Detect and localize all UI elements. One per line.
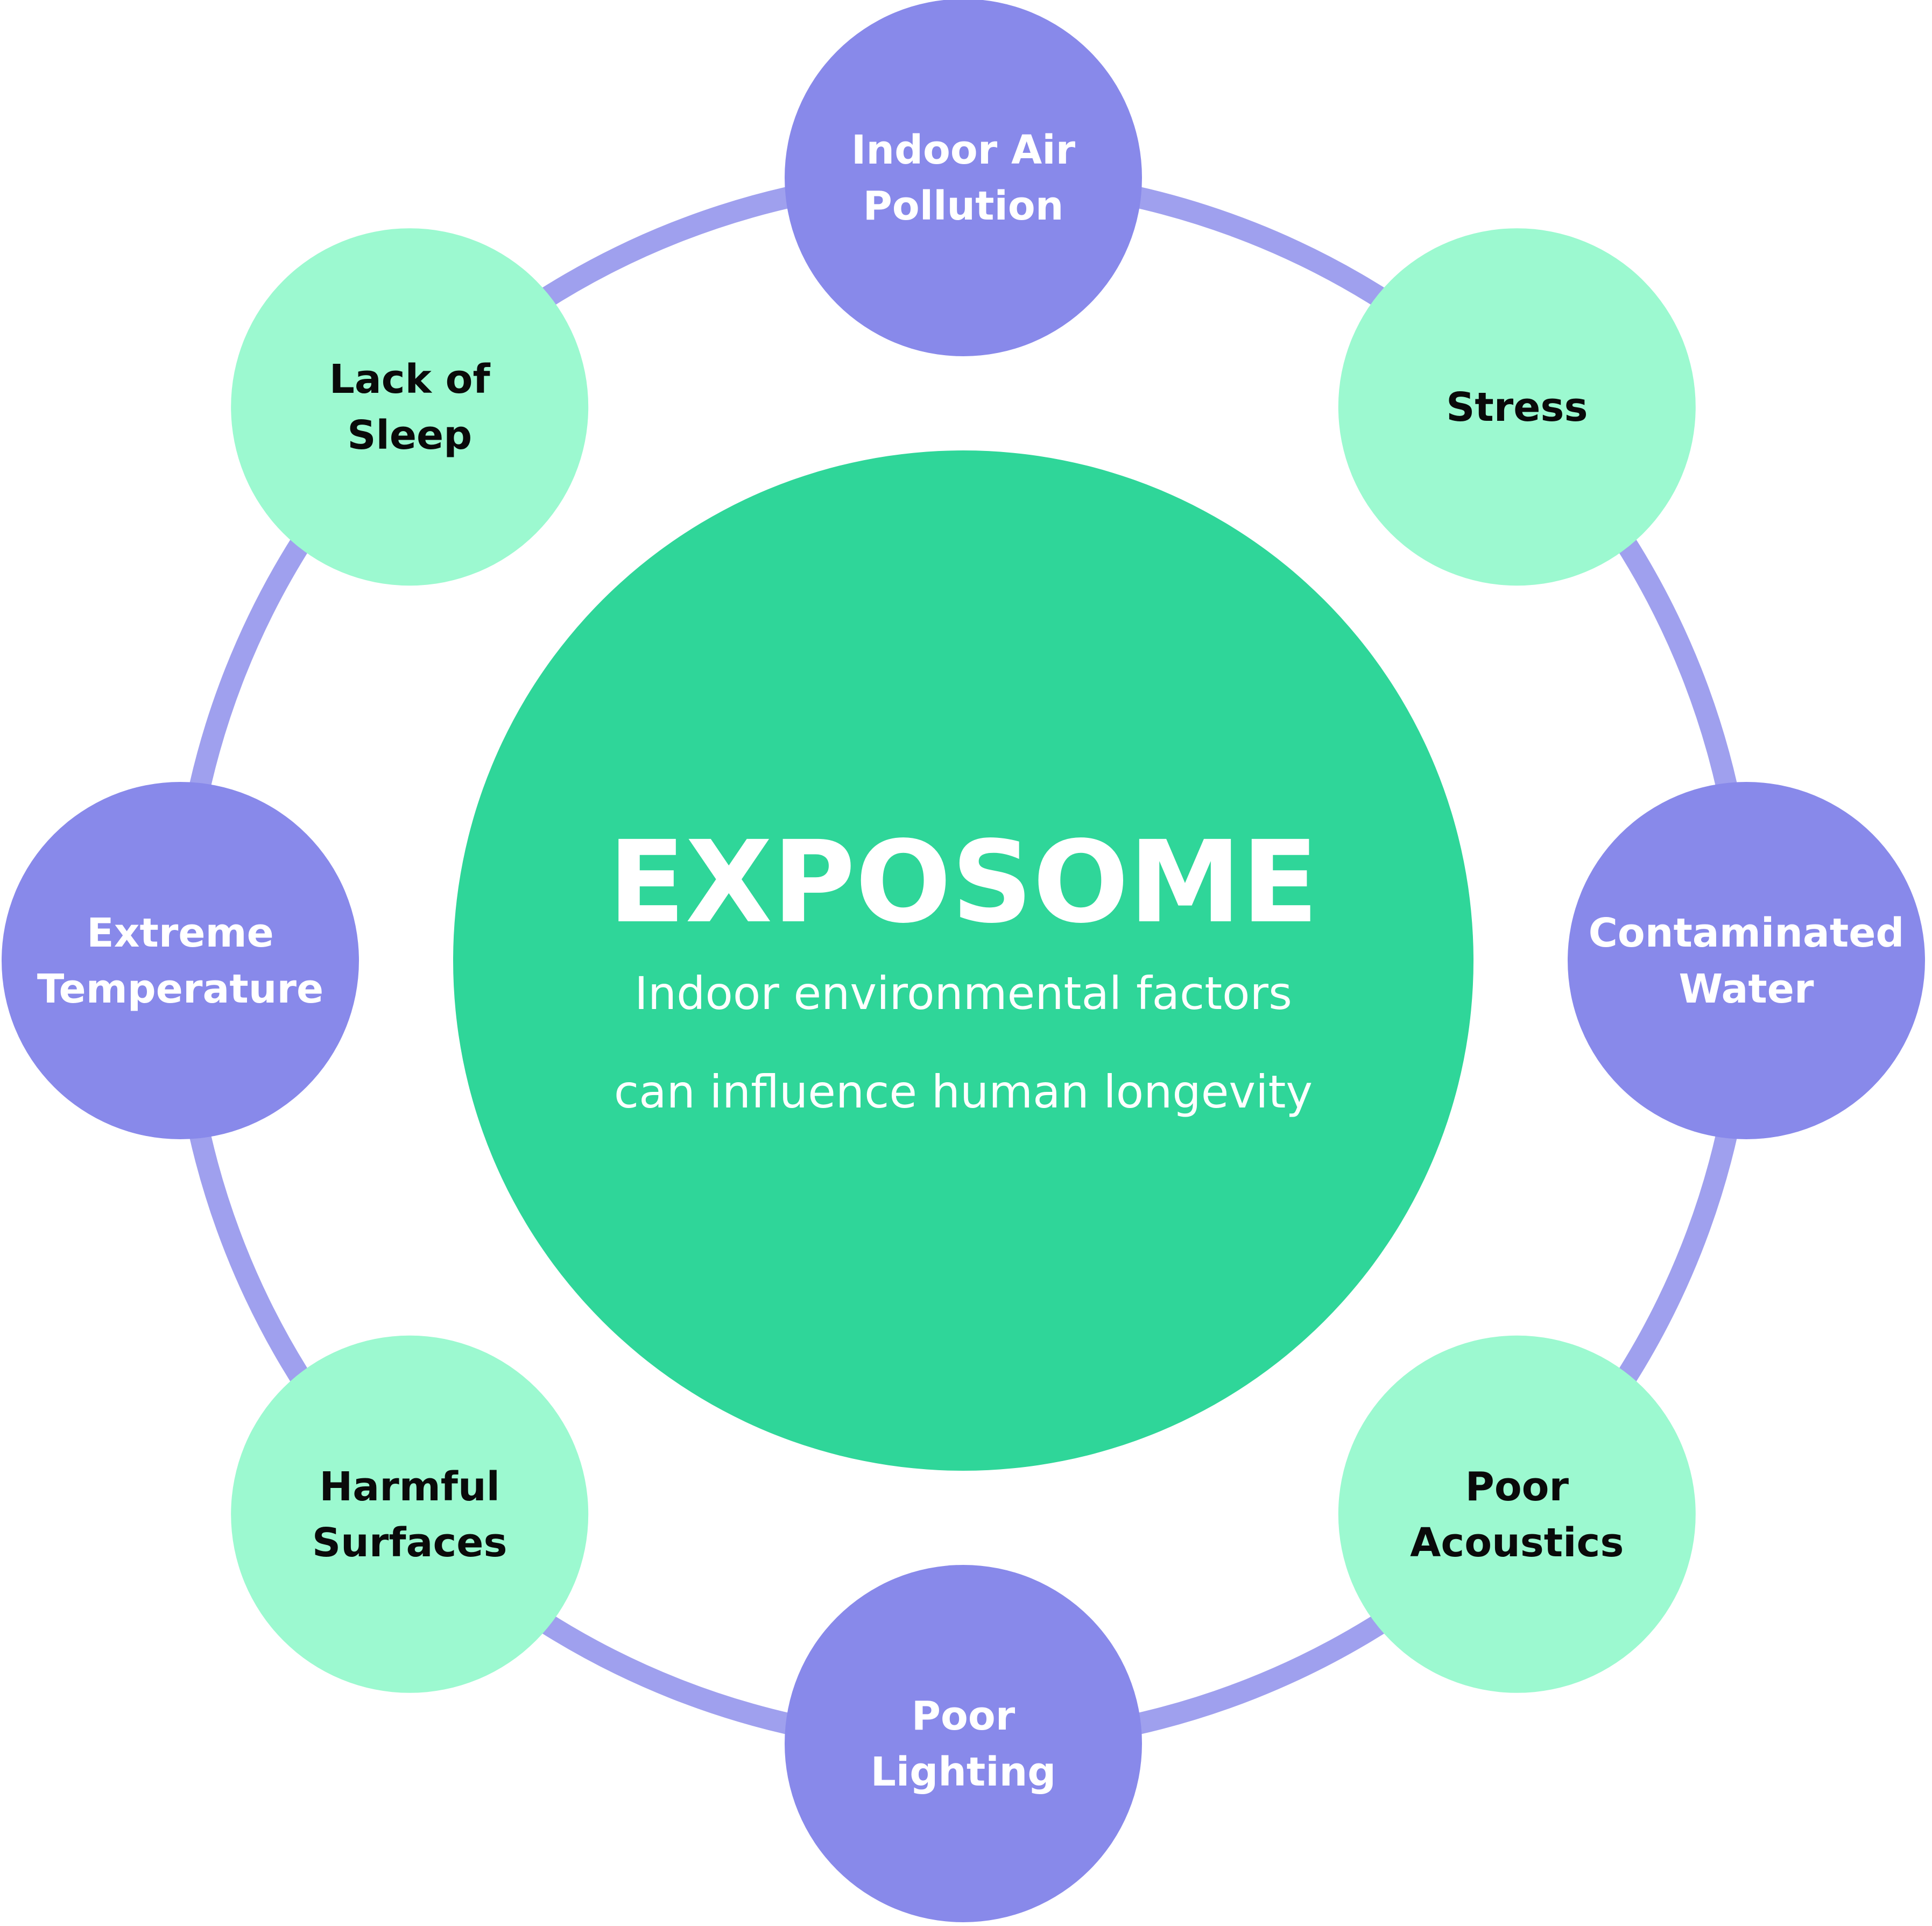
node-label-extreme-temperature-line-2: Temperature	[37, 966, 323, 1012]
node-circle-poor-acoustics	[1338, 1335, 1696, 1693]
center-title: EXPOSOME	[608, 816, 1318, 948]
node-label-indoor-air-pollution-line-1: Indoor Air	[851, 127, 1076, 173]
node-label-contaminated-water-line-1: Contaminated	[1589, 910, 1905, 956]
center-subtitle-line-2: can influence human longevity	[614, 1066, 1313, 1118]
node-stress: Stress	[1338, 228, 1696, 586]
node-circle-contaminated-water	[1568, 782, 1925, 1139]
center-circle	[453, 450, 1473, 1471]
node-label-poor-lighting-line-2: Lighting	[871, 1749, 1056, 1795]
center-subtitle-line-1: Indoor environmental factors	[634, 967, 1292, 1020]
node-label-harmful-surfaces-line-2: Surfaces	[312, 1520, 507, 1566]
node-label-extreme-temperature-line-1: Extreme	[87, 910, 274, 956]
node-label-poor-acoustics-line-2: Acoustics	[1410, 1520, 1624, 1566]
node-circle-harmful-surfaces	[231, 1335, 589, 1693]
node-lack-of-sleep: Lack of Sleep	[231, 228, 589, 586]
node-label-stress-line-1: Stress	[1446, 384, 1588, 431]
node-label-poor-acoustics-line-1: Poor	[1465, 1464, 1569, 1510]
node-label-lack-of-sleep-line-2: Sleep	[347, 412, 472, 458]
node-circle-extreme-temperature	[2, 782, 359, 1139]
node-circle-lack-of-sleep	[231, 228, 589, 586]
node-label-harmful-surfaces-line-1: Harmful	[319, 1464, 500, 1510]
node-circle-stress	[1338, 228, 1696, 586]
node-label-poor-lighting-line-1: Poor	[912, 1693, 1016, 1739]
node-circle-indoor-air-pollution	[785, 0, 1142, 356]
node-label-lack-of-sleep-line-1: Lack of	[329, 356, 491, 403]
node-label-contaminated-water-line-2: Water	[1679, 966, 1814, 1012]
node-circle-poor-lighting	[785, 1565, 1142, 1922]
node-label-indoor-air-pollution-line-2: Pollution	[863, 183, 1064, 229]
